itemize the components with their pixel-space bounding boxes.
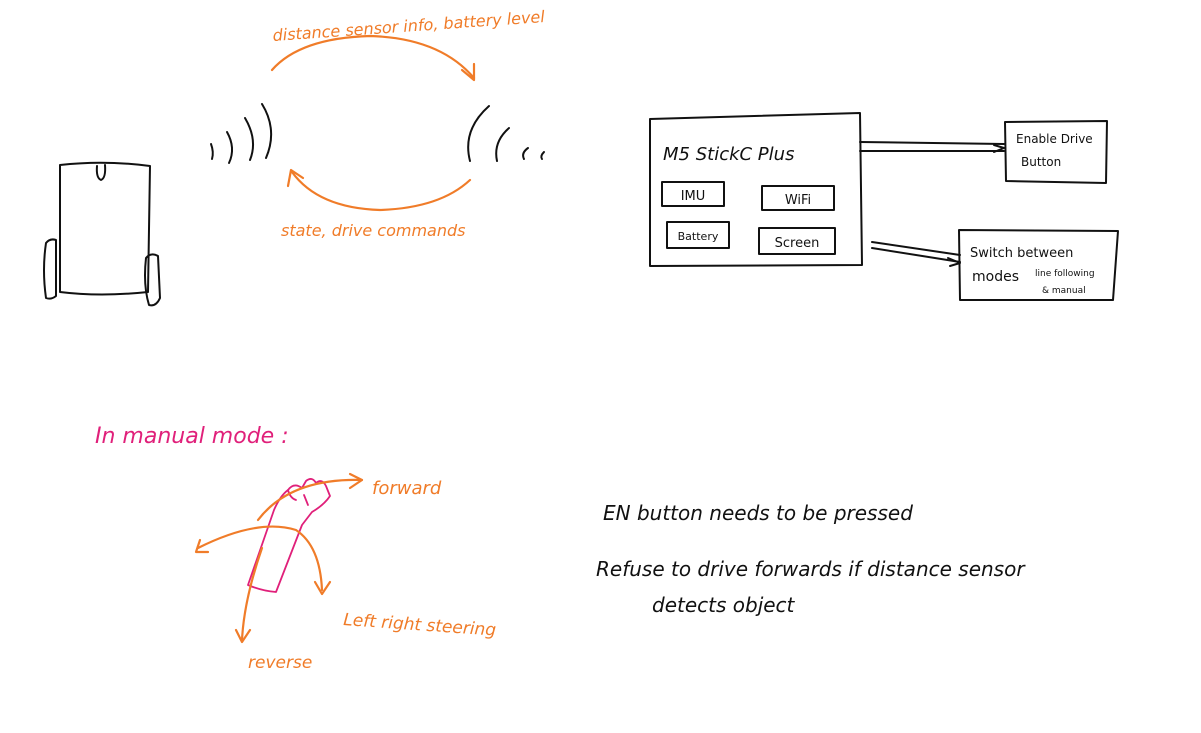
downlink-label: state, drive commands	[281, 221, 465, 240]
imu-label: IMU	[681, 189, 706, 204]
battery-label: Battery	[678, 230, 719, 243]
mode-switch-peripheral: Switch between modes line following & ma…	[958, 229, 1119, 301]
reverse-arrow	[234, 546, 264, 644]
robot-left-wheel	[43, 238, 57, 300]
steering-arrow	[194, 525, 332, 596]
battery-module	[666, 221, 730, 249]
controller-signal-waves	[467, 105, 545, 162]
robot-sensor	[95, 164, 107, 181]
robot-sketch	[43, 161, 161, 307]
screen-module	[758, 227, 836, 255]
enable-button-line-1: Enable Drive	[1016, 132, 1093, 146]
manual-mode-heading: In manual mode :	[95, 424, 289, 449]
m5-outline	[649, 112, 863, 267]
enable-button-connector	[859, 141, 1005, 153]
note-refuse-forward: Refuse to drive forwards if distance sen…	[596, 557, 1026, 581]
mode-switch-line-2: modes	[972, 269, 1019, 285]
note-detects-object: detects object	[652, 593, 796, 617]
robot-body	[59, 161, 151, 296]
robot-signal-waves	[210, 103, 273, 164]
forward-label: forward	[372, 478, 442, 499]
enable-button-peripheral: Enable Drive Button	[1004, 120, 1108, 184]
mode-switch-line-3: line following	[1035, 269, 1095, 279]
mode-switch-connector	[871, 241, 961, 267]
reverse-label: reverse	[248, 653, 312, 673]
hand-sketch	[247, 478, 331, 593]
enable-button-line-2: Button	[1021, 155, 1061, 169]
imu-module	[661, 181, 725, 207]
steering-label: Left right steering	[343, 610, 497, 641]
uplink-label: distance sensor info, battery level	[272, 7, 546, 45]
wifi-module	[761, 185, 835, 211]
forward-arrow	[256, 472, 364, 522]
wifi-label: WiFi	[785, 193, 811, 208]
robot-right-wheel	[144, 253, 161, 307]
mode-switch-line-1: Switch between	[970, 246, 1073, 261]
screen-label: Screen	[775, 236, 820, 251]
note-en-button: EN button needs to be pressed	[603, 501, 913, 525]
uplink-arrow	[270, 34, 476, 82]
downlink-arrow	[286, 168, 472, 212]
mode-switch-line-4: & manual	[1042, 286, 1086, 296]
m5-title: M5 StickC Plus	[663, 144, 794, 165]
m5-block: M5 StickC Plus IMU WiFi Battery Screen	[649, 112, 863, 267]
